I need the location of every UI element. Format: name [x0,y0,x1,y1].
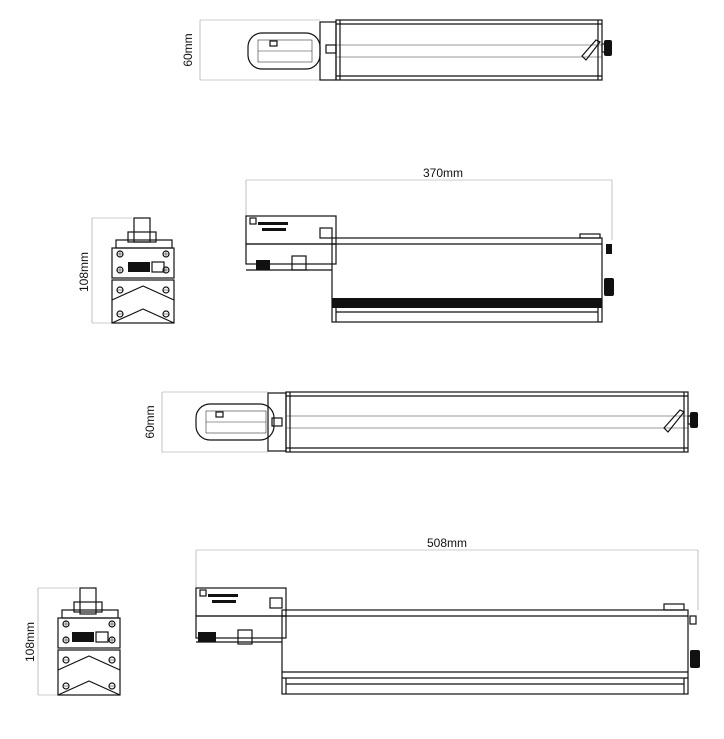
screw-icon [108,620,116,628]
side-view-508-length-label: 508mm [427,536,467,550]
screw-icon [162,250,170,258]
screw-icon [116,310,124,318]
end-view-370-height-label: 108mm [77,252,91,292]
end-view-508-height-label: 108mm [23,622,37,662]
screw-icon [116,286,124,294]
end-view-370: 108mm [77,217,175,324]
top-view-508: 60mm [143,391,698,453]
screw-icon [116,250,124,258]
screw-icon [116,266,124,274]
screw-icon [162,266,170,274]
screw-icon [62,682,70,690]
top-view-508-height-label: 60mm [143,405,157,438]
screw-icon [62,656,70,664]
screw-icon [108,636,116,644]
screw-icon [108,682,116,690]
knob-icon [604,278,614,296]
top-view-370: 60mm [181,19,612,81]
side-view-508: 508mm [195,536,700,695]
screw-icon [162,310,170,318]
top-view-370-height-label: 60mm [181,33,195,66]
side-view-370: 370mm [245,166,614,323]
knob-icon [690,650,700,668]
screw-icon [62,620,70,628]
knob-icon [601,40,612,56]
side-view-370-length-label: 370mm [423,166,463,180]
screw-icon [162,286,170,294]
end-view-508: 108mm [23,587,121,696]
screw-icon [62,636,70,644]
knob-icon [687,412,698,428]
screw-icon [108,656,116,664]
